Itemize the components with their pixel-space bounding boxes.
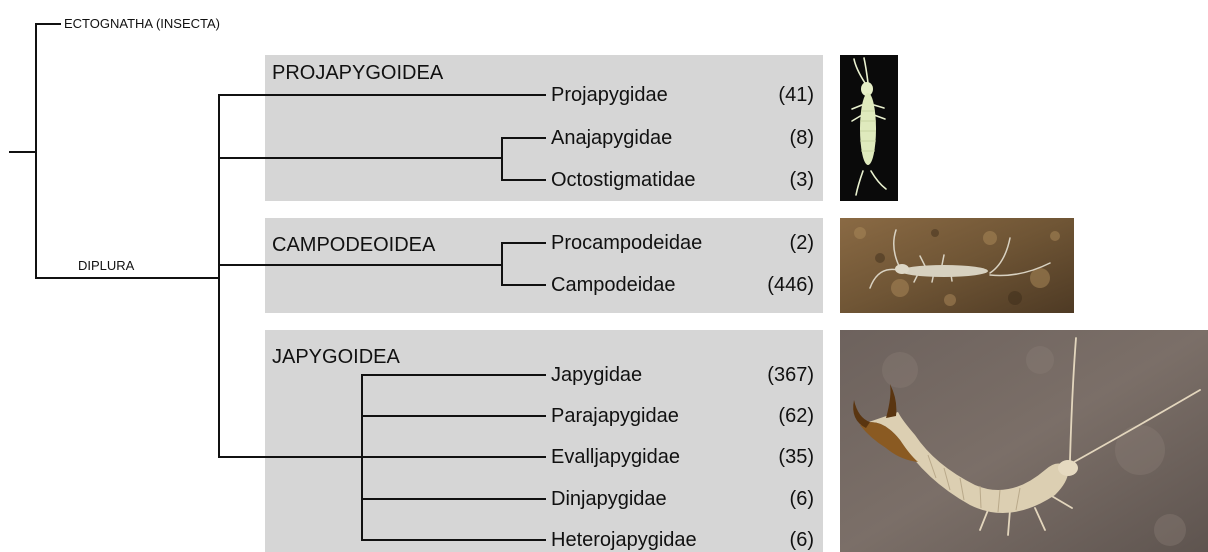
family-count: (367) — [734, 363, 814, 387]
family-count: (2) — [734, 231, 814, 255]
family-count: (6) — [734, 487, 814, 511]
outgroup-label: ECTOGNATHA (INSECTA) — [64, 16, 220, 31]
family-count: (62) — [734, 404, 814, 428]
family-name: Heterojapygidae — [551, 528, 697, 552]
photo-campodeidae-specimen — [840, 218, 1074, 313]
family-count: (3) — [734, 168, 814, 192]
family-name: Projapygidae — [551, 83, 668, 107]
family-count: (41) — [734, 83, 814, 107]
family-name: Evalljapygidae — [551, 445, 680, 469]
family-count: (8) — [734, 126, 814, 150]
family-name: Japygidae — [551, 363, 642, 387]
family-count: (6) — [734, 528, 814, 552]
family-name: Anajapygidae — [551, 126, 672, 150]
family-count: (446) — [734, 273, 814, 297]
family-count: (35) — [734, 445, 814, 469]
group-title-japygoidea: JAPYGOIDEA — [272, 346, 400, 369]
photo-projapygidae-specimen — [840, 55, 898, 201]
family-name: Campodeidae — [551, 273, 676, 297]
group-title-campodeoidea: CAMPODEOIDEA — [272, 234, 435, 257]
family-name: Dinjapygidae — [551, 487, 667, 511]
family-name: Octostigmatidae — [551, 168, 696, 192]
family-name: Procampodeidae — [551, 231, 702, 255]
photo-japygidae-specimen — [840, 330, 1208, 552]
family-name: Parajapygidae — [551, 404, 679, 428]
clade-label: DIPLURA — [78, 258, 134, 273]
group-title-projapygoidea: PROJAPYGOIDEA — [272, 62, 443, 85]
